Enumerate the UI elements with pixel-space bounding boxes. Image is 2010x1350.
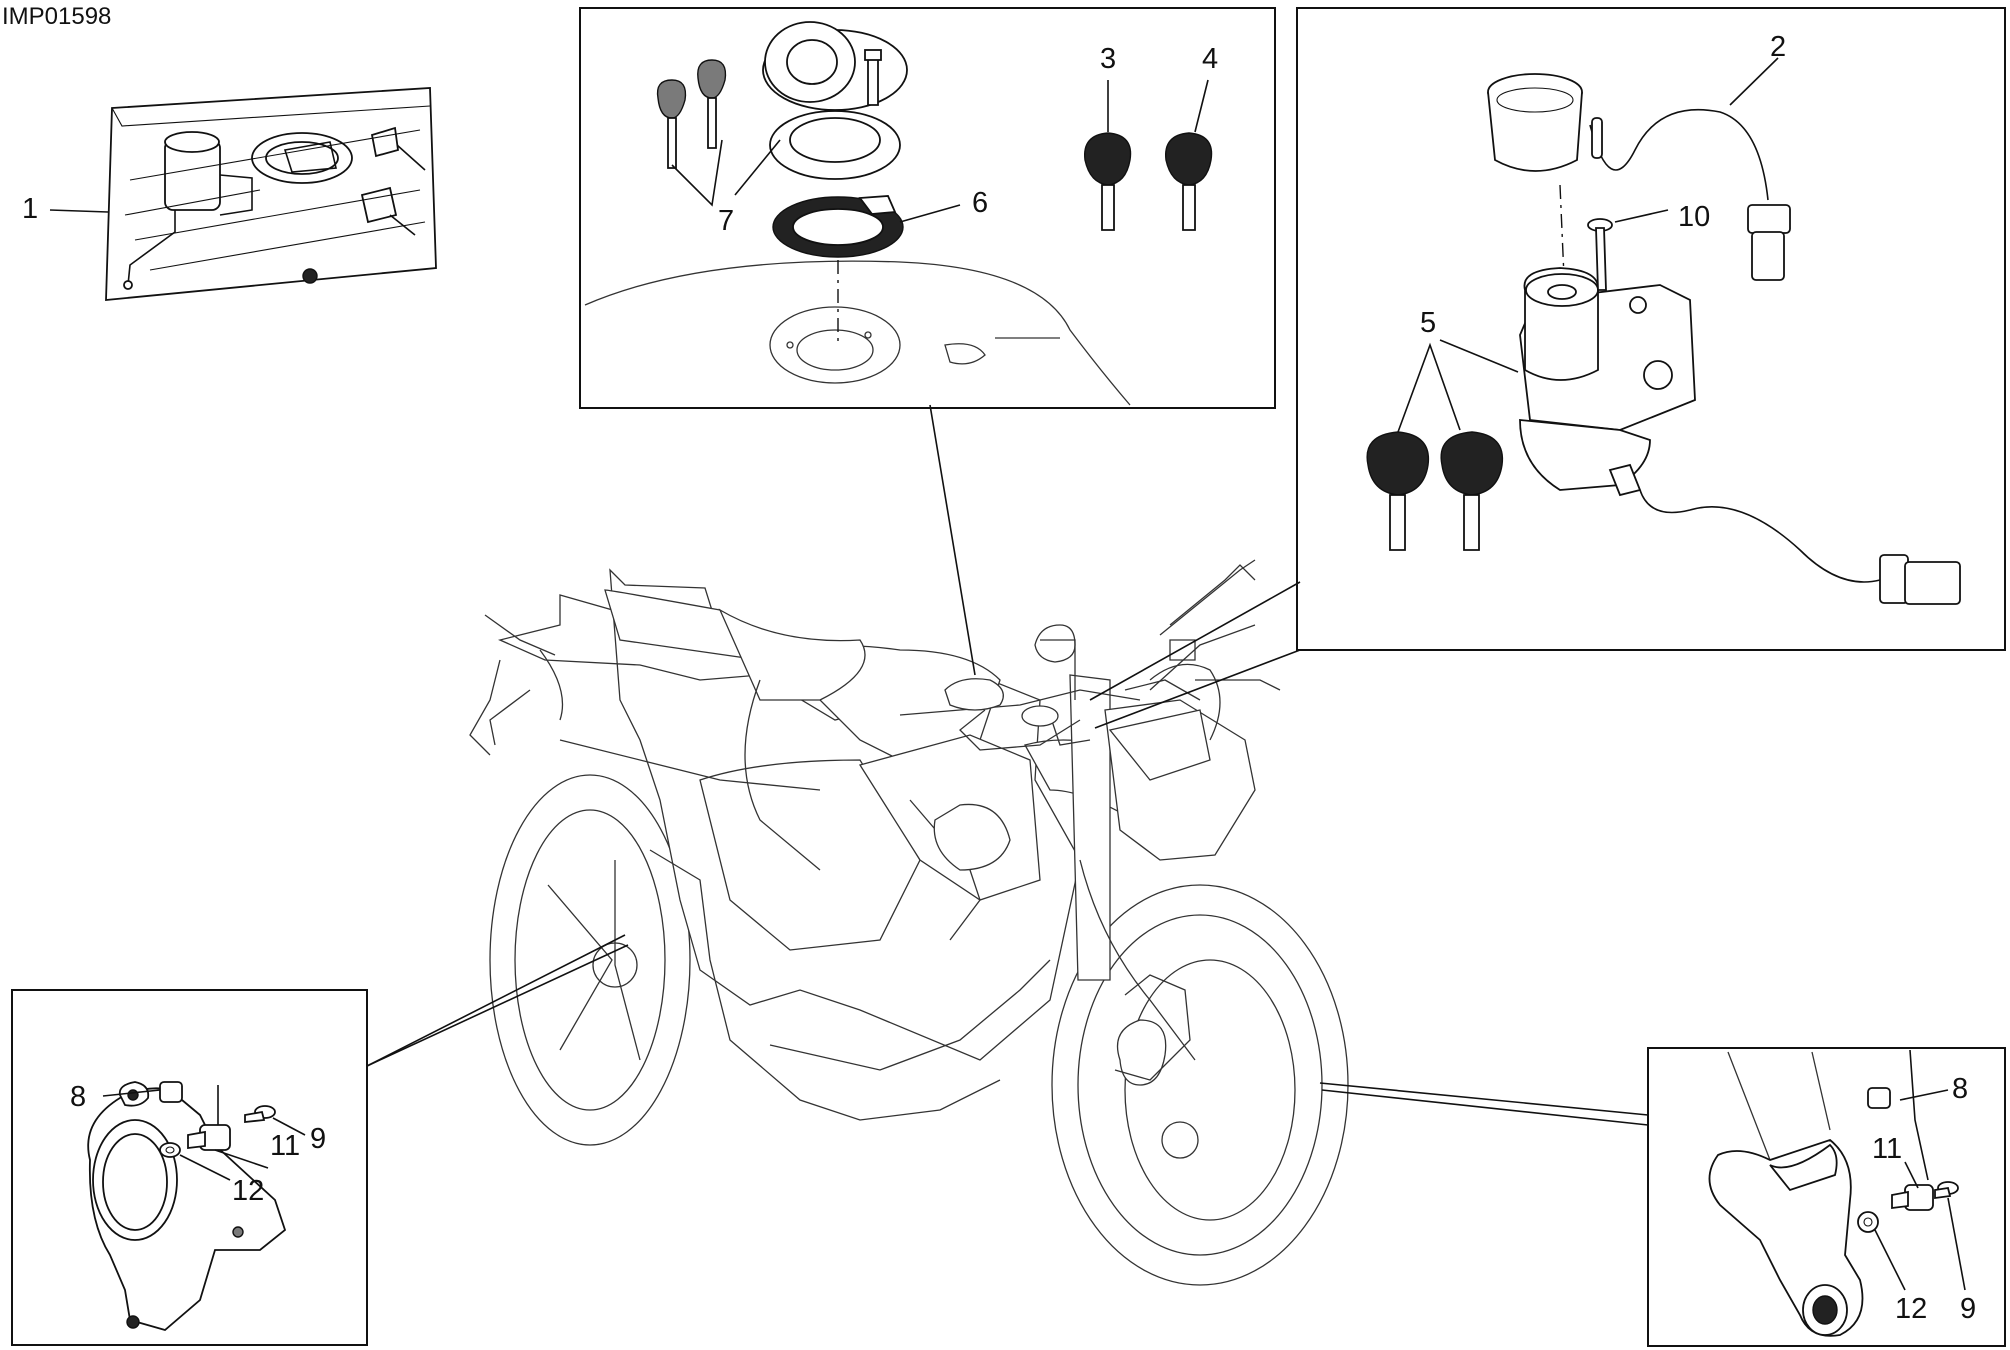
callout-5: 5 bbox=[1420, 307, 1436, 339]
ignition-bezel bbox=[1487, 73, 1583, 172]
fuel-tank-outline bbox=[584, 260, 1131, 406]
key-4-icon bbox=[1165, 132, 1213, 231]
leader-fuel-cap-box bbox=[929, 404, 976, 676]
leader-5b bbox=[1439, 339, 1519, 373]
callout-4: 4 bbox=[1202, 43, 1218, 75]
leader-front-box-a bbox=[1319, 1082, 1649, 1116]
callout-6: 6 bbox=[972, 187, 988, 219]
callout-11-front: 11 bbox=[1872, 1133, 1902, 1165]
leader-9-front bbox=[1947, 1197, 1966, 1291]
callout-8-rear: 8 bbox=[70, 1081, 86, 1113]
leader-ignition-box-b bbox=[1094, 649, 1301, 729]
rear-clip-8-icon bbox=[159, 1081, 183, 1103]
leader-ignition-box-a bbox=[1089, 581, 1301, 701]
front-clip-8-icon bbox=[1867, 1087, 1891, 1109]
antenna-cable bbox=[1589, 108, 1769, 201]
callout-11-rear: 11 bbox=[270, 1130, 300, 1162]
callout-9-front: 9 bbox=[1960, 1293, 1976, 1325]
ignition-switch-body bbox=[1519, 267, 1696, 497]
image-code: IMP01598 bbox=[2, 3, 111, 30]
key-5a-icon bbox=[1366, 431, 1430, 551]
callout-12-front: 12 bbox=[1895, 1293, 1927, 1325]
leader-1 bbox=[49, 209, 109, 213]
kit-ignition-switch-icon bbox=[123, 131, 253, 290]
callout-7: 7 bbox=[718, 205, 734, 237]
leader-10 bbox=[1614, 209, 1669, 223]
rear-screw-9-icon bbox=[244, 1105, 276, 1123]
leader-front-box-b bbox=[1321, 1089, 1649, 1126]
leader-11-rear bbox=[214, 1149, 269, 1169]
key-3-icon bbox=[1084, 132, 1132, 231]
fuel-cap-gasket bbox=[772, 195, 904, 258]
motorcycle-outline bbox=[469, 559, 1349, 1286]
key-7b-icon bbox=[697, 59, 727, 149]
rear-washer-12-icon bbox=[159, 1142, 181, 1158]
lock-kit-card bbox=[105, 87, 437, 301]
fuel-cap-detail-box bbox=[579, 7, 1276, 409]
leader-4 bbox=[1194, 79, 1209, 133]
screw-10-icon bbox=[1587, 218, 1613, 291]
leader-11-front bbox=[1904, 1161, 1919, 1189]
ignition-connector bbox=[1879, 554, 1961, 605]
leader-8-front bbox=[1899, 1089, 1949, 1101]
leader-7b bbox=[734, 139, 781, 196]
leader-2 bbox=[1729, 57, 1779, 106]
callout-10: 10 bbox=[1678, 201, 1710, 233]
callout-9-rear: 9 bbox=[310, 1123, 326, 1155]
fuel-cap-assembly bbox=[762, 21, 908, 180]
leader-rear-box-b bbox=[366, 944, 629, 1067]
key-7a-icon bbox=[656, 79, 687, 169]
callout-1: 1 bbox=[22, 193, 38, 225]
key-5b-icon bbox=[1440, 431, 1504, 551]
front-washer-12-icon bbox=[1857, 1211, 1879, 1233]
leader-8-rear bbox=[102, 1089, 161, 1097]
callout-12-rear: 12 bbox=[232, 1175, 264, 1207]
kit-seat-lock-icon bbox=[302, 186, 416, 284]
front-fork-leg bbox=[1708, 1051, 1864, 1337]
front-sensor-11-icon bbox=[1891, 1184, 1934, 1211]
front-sensor-cable bbox=[1909, 1049, 1929, 1181]
callout-8-front: 8 bbox=[1952, 1073, 1968, 1105]
leader-12-rear bbox=[179, 1154, 231, 1181]
leader-9-rear bbox=[272, 1117, 306, 1136]
leader-5 bbox=[1397, 342, 1461, 433]
leader-rear-box-a bbox=[366, 934, 626, 1067]
callout-3: 3 bbox=[1100, 43, 1116, 75]
callout-2: 2 bbox=[1770, 31, 1786, 63]
rear-sensor-bracket bbox=[87, 1081, 287, 1331]
front-screw-9-icon bbox=[1934, 1181, 1959, 1200]
leader-7 bbox=[671, 139, 723, 207]
leader-12-front bbox=[1874, 1229, 1906, 1291]
antenna-connector bbox=[1747, 204, 1791, 281]
ignition-cable bbox=[1639, 489, 1881, 583]
leader-6 bbox=[899, 204, 961, 223]
kit-fuel-cap-icon bbox=[251, 132, 353, 184]
